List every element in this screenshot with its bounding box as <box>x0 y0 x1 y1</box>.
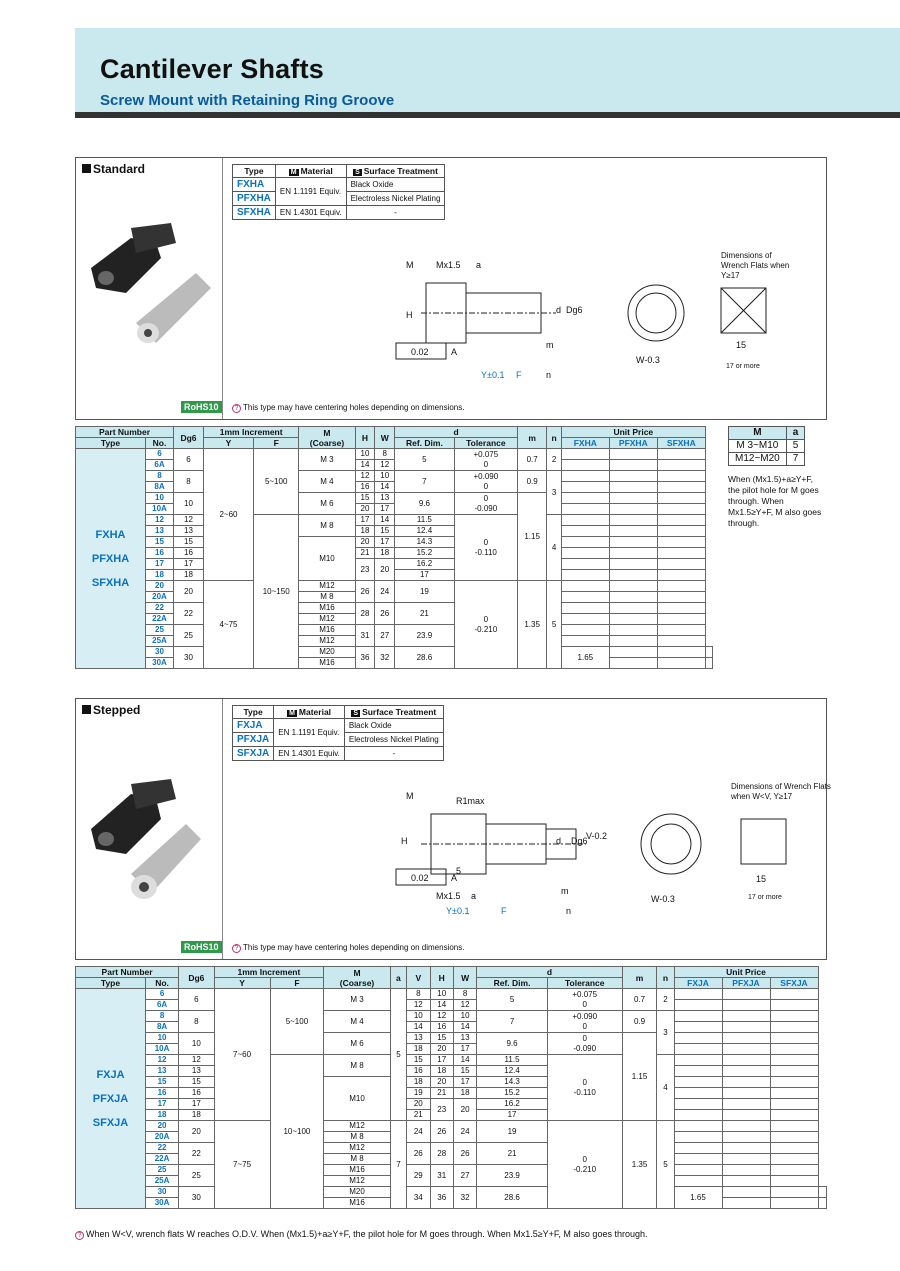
bottom-note: ?When W<V, wrench flats W reaches O.D.V.… <box>75 1229 647 1240</box>
section-title: Stepped <box>93 703 141 717</box>
m-a-note: When (Mx1.5)+a≥Y+F, the pilot hole for M… <box>728 474 822 528</box>
svg-text:a: a <box>476 260 481 270</box>
svg-text:15: 15 <box>756 874 766 884</box>
svg-text:Y±0.1: Y±0.1 <box>481 370 504 380</box>
svg-text:R1max: R1max <box>456 796 485 806</box>
svg-text:Wrench Flats when: Wrench Flats when <box>721 261 789 270</box>
svg-text:Mx1.5: Mx1.5 <box>436 260 461 270</box>
standard-photo: Standard RoHS10 <box>76 158 223 419</box>
svg-text:W-0.3: W-0.3 <box>651 894 675 904</box>
svg-text:m: m <box>561 886 569 896</box>
svg-text:Dg6: Dg6 <box>566 305 583 315</box>
svg-text:F: F <box>501 906 507 916</box>
svg-text:M: M <box>406 791 414 801</box>
svg-text:H: H <box>406 310 413 320</box>
rohs-badge: RoHS10 <box>181 401 222 413</box>
svg-text:d: d <box>556 836 561 846</box>
svg-text:n: n <box>546 370 551 380</box>
svg-text:m: m <box>546 340 554 350</box>
svg-text:Dg6: Dg6 <box>571 836 588 846</box>
centering-note: ?This type may have centering holes depe… <box>232 403 464 413</box>
svg-text:M: M <box>406 260 414 270</box>
svg-text:H: H <box>401 836 408 846</box>
svg-text:V-0.2: V-0.2 <box>586 831 607 841</box>
section-title: Standard <box>93 162 146 176</box>
shaft-image <box>91 779 201 899</box>
svg-text:d: d <box>556 305 561 315</box>
svg-text:A: A <box>451 873 457 883</box>
svg-text:Dimensions of Wrench Flats: Dimensions of Wrench Flats <box>731 782 831 791</box>
svg-text:n: n <box>566 906 571 916</box>
svg-text:Mx1.5: Mx1.5 <box>436 891 461 901</box>
shaft-image <box>91 223 211 343</box>
svg-text:5: 5 <box>456 866 461 876</box>
svg-text:F: F <box>516 370 522 380</box>
svg-text:0.02: 0.02 <box>411 347 429 357</box>
svg-text:17 or more: 17 or more <box>748 894 782 901</box>
page-header: Cantilever Shafts Screw Mount with Retai… <box>75 28 900 118</box>
svg-text:17 or more: 17 or more <box>726 363 760 370</box>
page-title: Cantilever Shafts <box>100 54 324 84</box>
svg-text:A: A <box>451 347 457 357</box>
svg-text:0.02: 0.02 <box>411 873 429 883</box>
svg-text:15: 15 <box>736 340 746 350</box>
svg-text:Dimensions of: Dimensions of <box>721 251 772 260</box>
page-subtitle: Screw Mount with Retaining Ring Groove <box>100 92 395 109</box>
svg-text:Y±0.1: Y±0.1 <box>446 906 469 916</box>
svg-text:a: a <box>471 891 476 901</box>
centering-note: ?This type may have centering holes depe… <box>232 943 464 953</box>
svg-text:W-0.3: W-0.3 <box>636 355 660 365</box>
svg-text:Y≥17: Y≥17 <box>721 271 740 280</box>
svg-text:when W<V, Y≥17: when W<V, Y≥17 <box>730 792 793 801</box>
